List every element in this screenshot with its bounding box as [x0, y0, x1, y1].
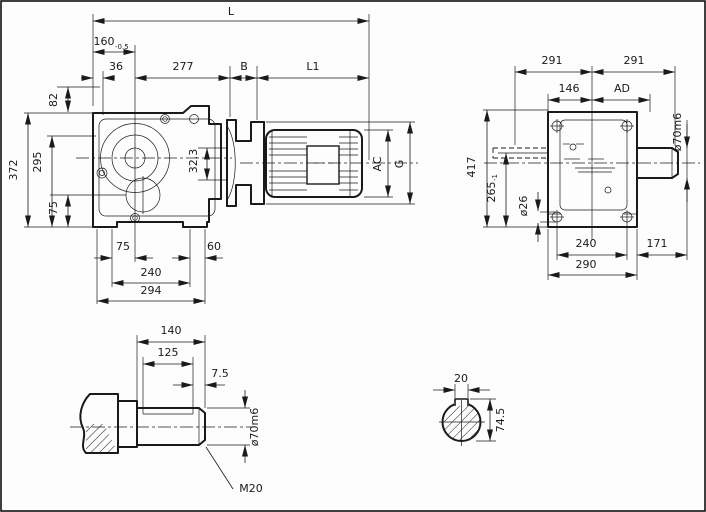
dim-label-60: 60: [207, 240, 221, 253]
dim-label-171: 171: [647, 237, 668, 250]
cap-arc: [226, 125, 236, 201]
dim-label-372: 372: [7, 160, 20, 181]
section-hatch: [86, 424, 118, 453]
dim-label-291-left: 291: [542, 54, 563, 67]
front-view: 291 291 146 AD ø70m6 417 265 -1: [465, 54, 700, 280]
terminal-box: [306, 145, 340, 185]
housing-inner-contour: [98, 118, 216, 217]
plug-hole-lower: [604, 186, 612, 194]
dim-label-M20: M20: [239, 482, 263, 495]
dim-label-240: 240: [141, 266, 162, 279]
shaft-detail-dimensions: 140 125 7.5 ø70m6 M20: [136, 324, 263, 495]
dim-label-160-tol: -0.5: [115, 43, 129, 51]
dim-label-291-right: 291: [624, 54, 645, 67]
dim-label-294: 294: [141, 284, 162, 297]
dim-label-75-left: 75: [47, 201, 60, 215]
dim-label-82: 82: [47, 93, 60, 107]
dim-label-B: B: [240, 60, 248, 73]
dim-label-146: 146: [559, 82, 580, 95]
keyway-dimensions: 20 74.5: [433, 372, 507, 442]
shaft-collar: [117, 400, 138, 448]
dim-label-front-240: 240: [576, 237, 597, 250]
dim-label-140: 140: [161, 324, 182, 337]
dim-label-20: 20: [454, 372, 468, 385]
shaft-outline: [136, 407, 206, 446]
side-view-dimensions: L 160 -0.5 36 277 B L1 82 372: [7, 5, 415, 304]
housing-outline: [92, 105, 222, 228]
oil-level-marks: [563, 143, 615, 173]
dim-label-front-shaft-dia: ø70m6: [671, 113, 684, 151]
dim-label-G: G: [393, 160, 406, 169]
motor-body: [265, 129, 363, 198]
dim-label-26: ø26: [517, 196, 530, 217]
keyway-slot: [454, 398, 469, 406]
dim-label-290: 290: [576, 258, 597, 271]
dim-label-160: 160: [94, 35, 115, 48]
dim-label-32-3: 32.3: [187, 149, 200, 174]
side-view: L 160 -0.5 36 277 B L1 82 372: [7, 5, 418, 304]
front-view-dimensions: 291 291 146 AD ø70m6 417 265 -1: [465, 54, 690, 280]
dim-label-125: 125: [158, 346, 179, 359]
plug-hole-upper: [569, 143, 577, 151]
dim-label-265: 265: [485, 182, 498, 203]
motor-fins: [269, 131, 358, 196]
front-bolt-holes: [550, 119, 634, 224]
dim-label-L: L: [228, 5, 235, 18]
dim-label-417: 417: [465, 157, 478, 178]
dim-label-AD: AD: [614, 82, 630, 95]
shaft-hub-body: [79, 393, 119, 454]
dim-label-L1: L1: [306, 60, 319, 73]
front-inner-panel: [559, 119, 628, 211]
dim-label-74-5: 74.5: [494, 408, 507, 433]
front-body: [547, 111, 638, 228]
housing-bolt-holes: [96, 114, 199, 223]
dim-label-shaft-dia: ø70m6: [248, 408, 261, 446]
hidden-input-shaft: [492, 147, 548, 159]
dim-label-265-tol: -1: [491, 174, 499, 181]
keyway-detail: 20 74.5: [433, 372, 507, 446]
dim-label-295: 295: [31, 152, 44, 173]
dim-label-7-5: 7.5: [211, 367, 229, 380]
dim-label-36: 36: [109, 60, 123, 73]
dim-label-277: 277: [173, 60, 194, 73]
dim-label-AC: AC: [371, 156, 384, 171]
dim-label-75-bottom: 75: [116, 240, 130, 253]
shaft-detail: 140 125 7.5 ø70m6 M20: [70, 324, 263, 495]
